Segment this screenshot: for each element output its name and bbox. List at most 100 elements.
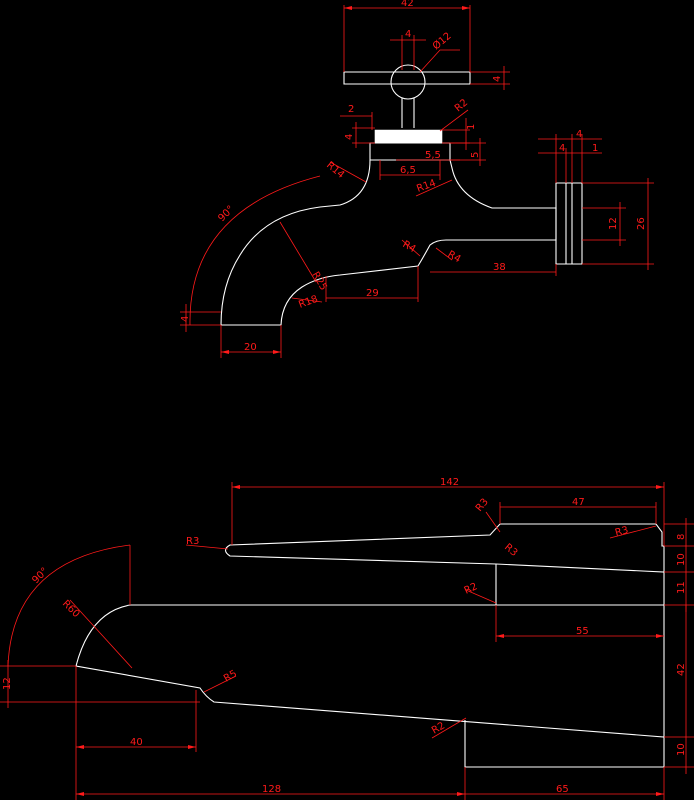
dim-text-90-side: 90° [30, 566, 50, 586]
leader-r2-mid [465, 589, 497, 604]
dim-line-left-4-bottom [180, 304, 221, 332]
dim-text-10-right: 10 [676, 743, 687, 756]
middle-band [495, 564, 665, 605]
dim-line-42 [343, 5, 471, 72]
dim-line-stem [390, 35, 426, 70]
arrow [496, 634, 504, 638]
dim-text-right-8: 8 [676, 534, 687, 540]
dim-arc-90-side [7, 544, 131, 667]
leader-r3-a [485, 511, 501, 533]
arrow [221, 350, 229, 354]
arrow [76, 792, 84, 796]
dim-line-128-65 [76, 767, 665, 800]
leader-r5 [203, 675, 237, 693]
dim-text-r3-a: R3 [474, 497, 491, 514]
dim-line-12-left [0, 660, 200, 708]
dim-text-handle-thk: 4 [492, 76, 503, 82]
arrow [462, 6, 470, 10]
dim-text-knob: Ø12 [430, 30, 454, 52]
dim-text-42-right: 42 [676, 663, 687, 676]
dim-line-right-col [664, 518, 694, 612]
arrow [344, 6, 352, 10]
dim-line-12 [582, 202, 626, 246]
hex-nut [374, 129, 443, 144]
dim-text-r5: R5 [222, 668, 239, 684]
leader-r60 [69, 599, 133, 669]
arrow [457, 792, 465, 796]
arrow [656, 792, 664, 796]
dim-text-r3-left: R3 [186, 536, 199, 547]
dim-text-r18: R18 [297, 294, 319, 311]
dim-line-flange-mid [538, 148, 602, 183]
dim-text-r3-c: R3 [614, 525, 630, 539]
dim-line-6-5 [379, 160, 441, 180]
arrow [656, 634, 664, 638]
dim-text-r3-b: R3 [502, 542, 519, 559]
arrow [76, 745, 84, 749]
dim-line-40 [75, 666, 197, 800]
dim-arc-90 [189, 175, 321, 326]
dim-text-r60: R60 [60, 598, 82, 620]
dim-line-2 [340, 112, 373, 130]
dim-text-47: 47 [572, 497, 585, 508]
dim-text-r2: R2 [453, 97, 470, 114]
dim-text-r14-right: R14 [415, 178, 437, 195]
dim-text-right-11: 11 [676, 581, 687, 594]
leader-r2-low [431, 717, 467, 739]
top-view-object [220, 64, 583, 326]
dim-text-left-4-bottom: 4 [180, 316, 191, 322]
leader-knob [419, 49, 460, 73]
dim-text-26: 26 [636, 217, 647, 230]
dim-line-left-4 [352, 122, 375, 148]
dim-text-right-10a: 10 [676, 553, 687, 566]
dim-line-right-5 [450, 138, 486, 166]
dim-line-47 [499, 502, 657, 524]
dim-line-flange-top [538, 134, 602, 183]
dim-text-40: 40 [130, 737, 143, 748]
wall-flange [555, 182, 583, 265]
leader-r14-right [415, 179, 453, 197]
leader-r3-left [185, 544, 229, 550]
leader-r2 [439, 109, 469, 132]
dim-text-right-1: 1 [466, 124, 477, 130]
leader-r14-left [329, 161, 367, 183]
dim-line-29 [325, 266, 419, 302]
handle-bar [343, 71, 471, 85]
dim-text-r4-right: R4 [446, 249, 463, 265]
dim-text-flange-1: 1 [592, 143, 598, 154]
arrow [656, 485, 664, 489]
side-view-object [75, 523, 665, 768]
dim-line-26 [582, 178, 654, 270]
dim-text-right-5: 5 [470, 152, 481, 158]
spout-body [220, 159, 557, 326]
dim-text-65: 65 [556, 784, 569, 795]
dim-text-flange-4b: 4 [559, 143, 565, 154]
dim-line-42-right [664, 605, 694, 738]
dim-text-55: 55 [576, 626, 589, 637]
handle-knob [390, 64, 426, 100]
leader-r25 [279, 221, 317, 283]
arrow [188, 745, 196, 749]
dim-text-r4-left: R4 [401, 239, 418, 255]
dim-line-handle-thk [470, 66, 510, 90]
dim-line-142 [231, 482, 665, 546]
dim-text-r14-left: R14 [324, 160, 346, 181]
dim-text-38: 38 [493, 262, 506, 273]
dim-text-r2-mid: R2 [463, 581, 480, 597]
dim-text-stem: 4 [405, 29, 411, 40]
dim-text-20: 20 [244, 342, 257, 353]
leader-r4-right [435, 247, 453, 261]
dim-text-12-left: 12 [2, 677, 13, 690]
dim-line-20 [220, 325, 282, 358]
dim-line-10-right [664, 737, 694, 774]
leader-r4-left [401, 239, 421, 257]
dim-line-55 [495, 605, 664, 642]
dim-text-5-5: 5,5 [425, 150, 441, 161]
valve-stem [401, 98, 415, 128]
dim-text-90-top: 90° [216, 204, 236, 224]
bottom-step [464, 720, 665, 768]
leader-r18 [291, 297, 323, 303]
dim-text-r2-low: R2 [430, 720, 447, 736]
side-view-dimensions: 142 47 R3 R3 R3 R3 8 10 11 R2 55 90° R60 [0, 477, 694, 800]
dim-text-6-5: 6,5 [400, 165, 416, 176]
